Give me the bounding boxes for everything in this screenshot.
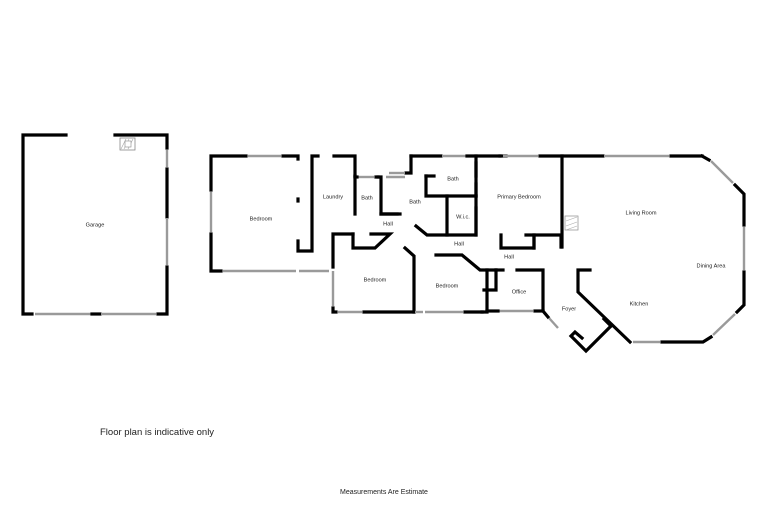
room-labels: Garage Bedroom Laundry Bath Bath Bath W.…: [86, 176, 727, 312]
room-label-bedroom-west: Bedroom: [250, 216, 273, 222]
chimney-icon: [119, 137, 136, 151]
room-label-bedroom-mid: Bedroom: [364, 277, 387, 283]
room-label-office: Office: [512, 289, 527, 295]
room-label-kitchen: Kitchen: [630, 301, 649, 307]
room-label-hall-mid: Hall: [454, 241, 464, 247]
room-label-bath-small: Bath: [361, 195, 373, 201]
room-label-bath-ensuite: Bath: [447, 176, 459, 182]
room-label-bath-mid: Bath: [409, 199, 421, 205]
fireplace-icon: [564, 215, 579, 231]
room-label-wic: W.i.c.: [456, 214, 470, 220]
room-label-dining-area: Dining Area: [697, 263, 727, 269]
room-label-bedroom-east: Bedroom: [436, 283, 459, 289]
primary-office-walls: [474, 154, 704, 329]
room-label-primary-bedroom: Primary Bedroom: [497, 194, 541, 200]
room-label-hall-west: Hall: [383, 221, 393, 227]
living-octagon-walls: [568, 153, 746, 354]
central-walls: [331, 154, 502, 314]
west-wing-walls: [209, 154, 399, 273]
garage-structure: [21, 133, 169, 316]
room-label-laundry: Laundry: [323, 194, 343, 200]
room-label-hall-east: Hall: [504, 254, 514, 260]
room-label-garage: Garage: [86, 222, 105, 228]
room-label-living-room: Living Room: [625, 210, 656, 216]
indicative-note: Floor plan is indicative only: [100, 427, 215, 438]
measurements-note: Measurements Are Estimate: [340, 489, 428, 496]
room-label-foyer: Foyer: [562, 306, 576, 312]
